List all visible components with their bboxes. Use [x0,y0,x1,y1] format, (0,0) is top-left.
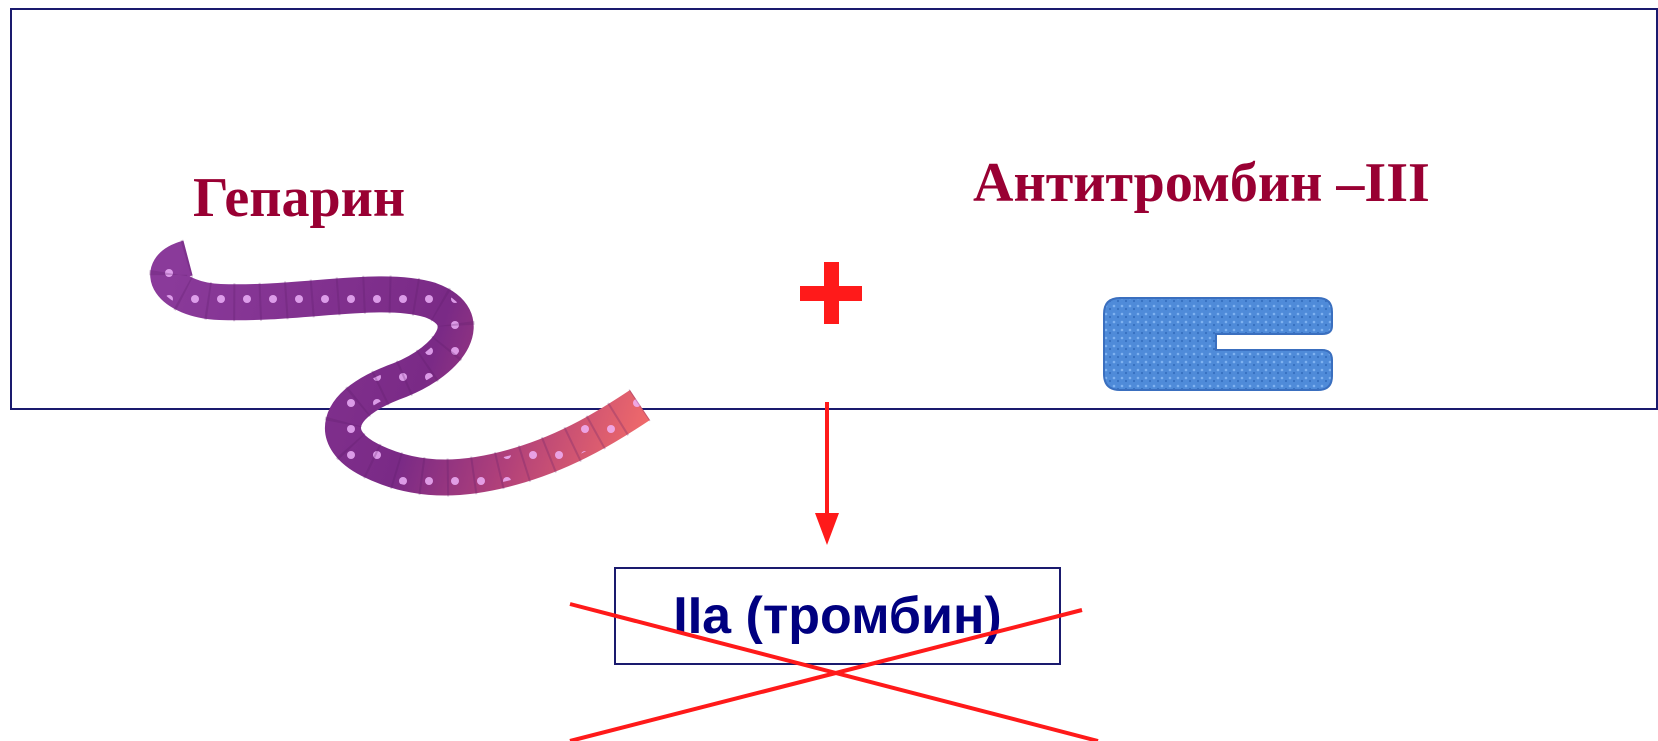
arrow-down-icon [815,402,839,545]
heparin-molecule-icon [168,258,640,478]
plus-icon [800,262,862,324]
antithrombin-molecule-icon [1104,298,1332,390]
antithrombin-label: Антитромбин –III [973,148,1430,218]
thrombin-label: IIa (тромбин) [673,586,1001,646]
thrombin-box: IIa (тромбин) [614,567,1061,665]
heparin-label: Гепарин [193,163,405,233]
